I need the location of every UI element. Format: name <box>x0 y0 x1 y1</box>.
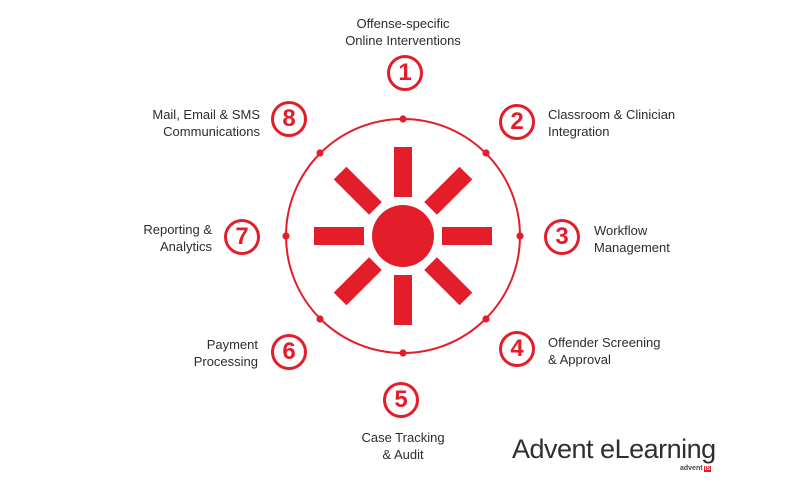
ring-dot-1 <box>399 115 407 123</box>
step-badge-4: 4 <box>499 331 535 367</box>
step-label-6: Payment Processing <box>140 336 258 370</box>
ring-dot-5 <box>399 349 407 357</box>
step-label-7: Reporting & Analytics <box>92 221 212 255</box>
ring-dot-6 <box>316 315 324 323</box>
sun-ray-diag-3 <box>333 166 382 215</box>
sun-core <box>372 205 434 267</box>
step-label-6-line-2: Processing <box>193 354 258 369</box>
step-label-4: Offender Screening & Approval <box>548 334 661 368</box>
step-label-6-line-1: Payment <box>206 337 258 352</box>
step-label-8: Mail, Email & SMS Communications <box>120 106 260 140</box>
step-badge-8: 8 <box>271 101 307 137</box>
step-label-7-line-2: Analytics <box>159 239 212 254</box>
ring-dot-8 <box>316 149 324 157</box>
ring-dot-2 <box>482 149 490 157</box>
logo-wordmark: Advent eLearning <box>512 434 716 464</box>
step-label-3-line-2: Management <box>594 240 670 255</box>
step-label-5-line-1: Case Tracking <box>361 430 445 445</box>
ring-dot-7 <box>282 232 290 240</box>
sun-ray-diag-2 <box>333 257 382 306</box>
step-label-2-line-2: Integration <box>548 124 610 139</box>
step-label-5-line-2: & Audit <box>382 447 424 462</box>
ring-dot-4 <box>482 315 490 323</box>
ring-dot-3 <box>516 232 524 240</box>
step-label-3-line-1: Workflow <box>594 223 648 238</box>
sun-ray-bottom <box>394 275 412 325</box>
sun-ray-top <box>394 147 412 197</box>
step-label-4-line-2: & Approval <box>548 352 611 367</box>
logo-sub-mark: IS <box>703 466 712 472</box>
sun-burst-icon <box>314 147 492 325</box>
step-badge-2: 2 <box>499 104 535 140</box>
step-label-8-line-1: Mail, Email & SMS <box>152 107 260 122</box>
step-label-2-line-1: Classroom & Clinician <box>548 107 676 122</box>
step-label-1: Offense-specific Online Interventions <box>328 15 478 49</box>
sun-ray-diag-4 <box>424 257 473 306</box>
step-label-4-line-1: Offender Screening <box>548 335 661 350</box>
step-badge-3: 3 <box>544 219 580 255</box>
ring-dots <box>282 115 524 357</box>
step-label-1-line-1: Offense-specific <box>356 16 450 31</box>
step-label-8-line-2: Communications <box>163 124 260 139</box>
sun-ray-left <box>314 227 364 245</box>
step-badge-5: 5 <box>383 382 419 418</box>
logo-sub-brand: advent <box>680 465 703 472</box>
sun-ray-diag-1 <box>424 166 473 215</box>
step-label-7-line-1: Reporting & <box>143 222 212 237</box>
step-badge-7: 7 <box>224 219 260 255</box>
step-label-1-line-2: Online Interventions <box>345 33 461 48</box>
step-label-2: Classroom & Clinician Integration <box>548 106 675 140</box>
sun-ray-right <box>442 227 492 245</box>
step-label-3: Workflow Management <box>594 222 670 256</box>
step-label-5: Case Tracking & Audit <box>328 429 478 463</box>
step-badge-6: 6 <box>271 334 307 370</box>
step-badge-1: 1 <box>387 55 423 91</box>
